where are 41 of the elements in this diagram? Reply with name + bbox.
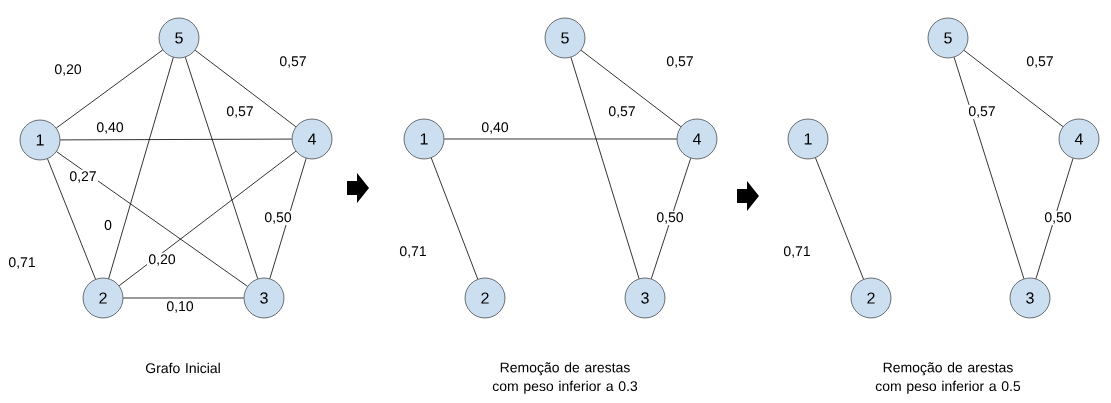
edge-label: 0,57 [665, 54, 695, 70]
edge-label: 0,71 [7, 255, 37, 271]
edge-label: 0,71 [398, 244, 428, 260]
edge-label: 0,10 [165, 299, 195, 315]
edge-line [122, 297, 245, 299]
edge-line [184, 56, 259, 280]
edge-label: 0,20 [53, 62, 83, 78]
edge-line [194, 49, 297, 128]
edge-line [269, 158, 307, 279]
edge-line [59, 138, 293, 141]
edge-line [570, 56, 640, 279]
edge-label: 0,50 [655, 210, 685, 226]
edge-label: 0,20 [147, 252, 177, 268]
edge-line [443, 138, 678, 140]
edge-label: 0,57 [607, 104, 637, 120]
edge-label: 0,40 [95, 120, 125, 136]
edge-line [580, 49, 682, 128]
edge-line [55, 49, 164, 129]
edge-label: 0,57 [225, 104, 255, 120]
edge-label: 0,50 [1043, 210, 1073, 226]
edge-line [815, 157, 864, 280]
edge-line [953, 56, 1025, 280]
edge-line [108, 57, 174, 279]
edge-label: 0,40 [480, 120, 510, 136]
edge-line [1035, 157, 1074, 279]
edge-line [963, 49, 1064, 128]
edge-label: 0,57 [278, 54, 308, 70]
caption: Remoção de arestas com peso inferior a 0.3 [492, 362, 638, 394]
edge-label: 0,27 [68, 169, 98, 185]
edge-line [118, 150, 297, 287]
edge-line [650, 157, 692, 280]
edge-line [430, 157, 479, 280]
edge-label: 0,50 [263, 210, 293, 226]
edge-label: 0,57 [967, 104, 997, 120]
edge-label: 0,57 [1025, 54, 1055, 70]
edge-line [56, 151, 248, 287]
caption: Remoção de arestas com peso inferior a 0.5 [875, 362, 1021, 394]
edge-line [47, 158, 96, 280]
edge-label: 0,71 [782, 244, 812, 260]
edge-label: 0 [102, 218, 114, 232]
caption: Grafo Inicial [146, 362, 220, 374]
